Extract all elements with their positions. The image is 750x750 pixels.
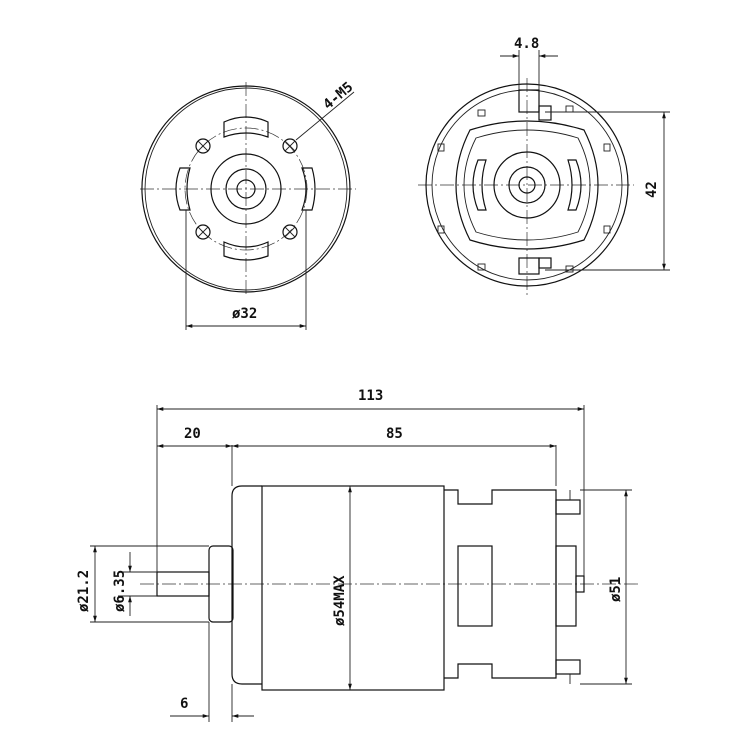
screw-hole xyxy=(195,138,211,154)
overall-length-label: 113 xyxy=(358,388,383,404)
front-bolt-circle-label: ø32 xyxy=(232,306,257,322)
boss-length-label: 6 xyxy=(180,696,188,712)
rear-terminal-width-label: 4.8 xyxy=(514,36,539,52)
shaft-diameter-label: ø6.35 xyxy=(112,570,128,612)
rear-view: 4.8 42 xyxy=(418,36,670,296)
screw-hole xyxy=(282,224,298,240)
front-thread-label: 4-M5 xyxy=(320,79,356,113)
rear-diameter-label: ø51 xyxy=(608,577,624,602)
body-diameter-label: ø54MAX xyxy=(332,575,348,626)
body-length-label: 85 xyxy=(386,426,403,442)
screw-hole xyxy=(282,138,298,154)
front-view: 4-M5 ø32 xyxy=(140,79,356,330)
shaft-length-label: 20 xyxy=(184,426,201,442)
side-view: 113 20 85 ø21.2 ø6.35 ø54MAX ø51 6 xyxy=(76,388,640,722)
rear-terminal-span-label: 42 xyxy=(644,181,660,198)
boss-diameter-label: ø21.2 xyxy=(76,570,92,612)
screw-hole xyxy=(195,224,211,240)
